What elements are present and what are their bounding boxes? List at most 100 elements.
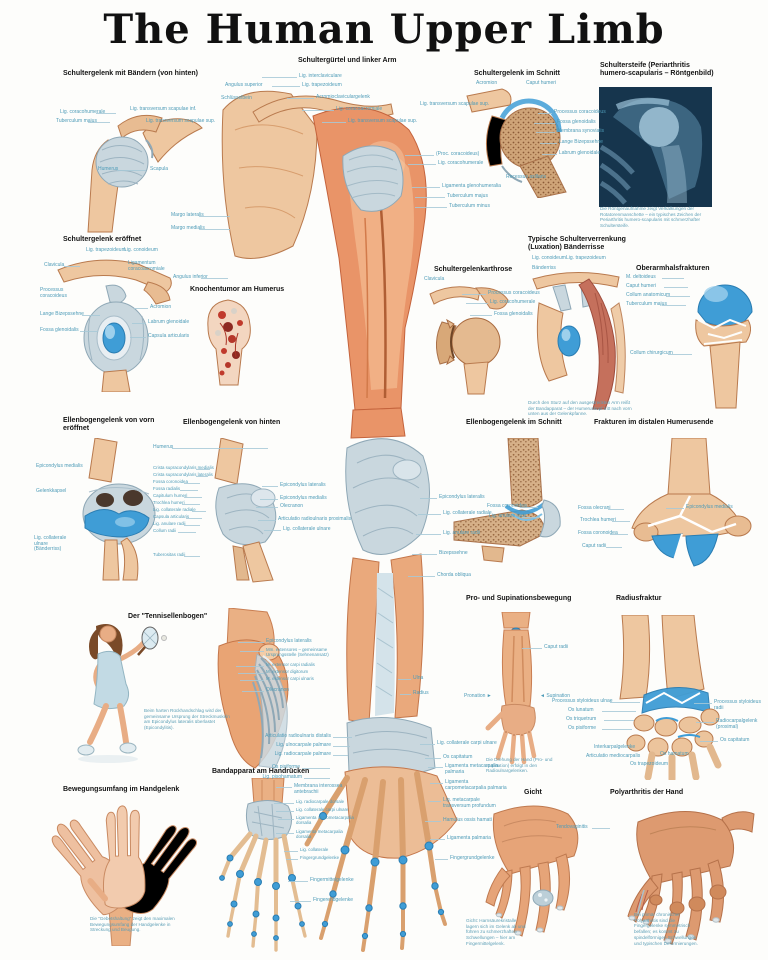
illustration-elbow-back <box>193 438 298 583</box>
leader-line <box>612 521 630 522</box>
anatomy-label: Lig. collaterale ulnare <box>34 535 67 547</box>
anatomy-label: Os lunatum <box>568 707 594 713</box>
anatomy-label: Ligamenta metacarpalia dorsalia <box>296 829 343 839</box>
leader-line <box>96 113 116 114</box>
section-title-tennis-elbow: Der "Tennisellenbogen" <box>128 613 208 620</box>
leader-line <box>662 278 684 279</box>
anatomy-label: Caput humeri <box>626 283 657 289</box>
leader-line <box>184 556 200 557</box>
anatomy-label: Membrana interossea antebrachii <box>294 783 343 795</box>
leader-line <box>415 207 447 208</box>
leader-line <box>405 155 434 156</box>
leader-line <box>333 755 348 756</box>
leader-line <box>196 469 210 470</box>
leader-line <box>610 534 628 535</box>
anatomy-label: Epicondylus lateralis <box>280 482 326 488</box>
leader-line <box>288 881 308 882</box>
leader-line <box>276 833 294 834</box>
leader-line <box>134 308 148 309</box>
anatomy-label: Lig. transversum scapulae sup. <box>146 118 216 124</box>
anatomy-label: Humerus <box>153 444 174 450</box>
section-title-bone-tumor: Knochentumor am Humerus <box>190 286 285 293</box>
anatomy-label: Lig. radiocarpale palmare <box>274 751 331 757</box>
anatomy-label: Lig. conoideum <box>124 247 158 253</box>
anatomy-label: Clavicula <box>424 276 445 282</box>
illustration-elbow-section <box>452 438 580 578</box>
leader-line <box>240 651 264 652</box>
leader-line <box>462 294 486 295</box>
caption: Die Drehung der Hand (Pro- und Supinatio… <box>486 757 553 774</box>
anatomy-label: M. deltoideus <box>626 274 656 280</box>
illustration-shoulder-back <box>58 88 213 238</box>
illustration-wrist-range-of-motion <box>42 798 197 946</box>
anatomy-label: Lig. ulnocarpale palmare <box>276 742 331 748</box>
section-title-radius-fracture: Radiusfraktur <box>616 595 662 602</box>
anatomy-label: Collum radii <box>153 528 177 533</box>
anatomy-label: Fossa radialis <box>153 486 181 491</box>
leader-line <box>418 514 441 515</box>
anatomy-label: Fossa glenoidalis <box>494 311 533 317</box>
leader-line <box>430 839 445 840</box>
leader-line <box>184 483 200 484</box>
leader-line <box>242 691 264 692</box>
anatomy-label: Olecranon <box>280 503 304 509</box>
leader-line <box>172 448 268 449</box>
leader-line <box>199 216 230 217</box>
leader-line <box>178 532 196 533</box>
leader-line <box>412 554 437 555</box>
section-title-shoulder-arthrosis: Schultergelenkarthrose <box>434 266 513 273</box>
anatomy-label: Capsula articularis <box>153 514 190 519</box>
anatomy-label: Labrum glenoidale <box>148 319 190 325</box>
leader-line <box>258 520 276 521</box>
leader-line <box>428 801 441 802</box>
leader-line <box>536 132 555 133</box>
leader-line <box>542 154 557 155</box>
anatomy-label: Lig. transversum scapulae sup. <box>348 118 418 124</box>
illustration-shoulder-section <box>462 86 580 198</box>
leader-line <box>180 490 198 491</box>
leader-line <box>236 666 264 667</box>
anatomy-label: Fingermittelgelenke <box>310 877 354 883</box>
leader-line <box>302 110 334 111</box>
leader-line <box>240 680 264 681</box>
leader-line <box>286 859 298 860</box>
anatomy-label: Lig. trapezoideum <box>86 247 126 253</box>
illustration-humeral-neck-fractures <box>684 268 766 410</box>
illustration-shoulder-arthrosis <box>424 278 519 396</box>
leader-line <box>408 576 435 577</box>
anatomy-label: Lange Bizepssehne <box>40 311 84 317</box>
leader-line <box>184 497 202 498</box>
leader-line <box>64 266 80 267</box>
leader-line <box>184 525 200 526</box>
leader-line <box>416 534 441 535</box>
anatomy-label: Lig. anulare radii <box>489 513 526 519</box>
section-title-humeral-neck-fractures: Oberarmhalsfrakturen <box>636 265 710 272</box>
anatomy-label: ◄ Supination <box>540 693 570 699</box>
leader-line <box>540 143 557 144</box>
leader-line <box>538 113 552 114</box>
anatomy-label: Olecranon <box>266 687 290 693</box>
leader-line <box>398 679 411 680</box>
anatomy-label: Radius <box>413 690 429 696</box>
section-title-elbow-front-opened: Ellenbogengelenk von vorn eröffnet <box>63 417 155 433</box>
leader-line <box>400 694 411 695</box>
leader-line <box>435 859 448 860</box>
leader-line <box>276 811 294 812</box>
caption: Die "Gebetshaltung" zeigt den maximalen … <box>90 916 175 933</box>
anatomy-label: Angulus superior <box>225 82 263 88</box>
leader-line <box>420 498 437 499</box>
anatomy-label: Tuberculum majus <box>447 193 488 199</box>
anatomy-label: Fossa coronoidea <box>578 530 618 536</box>
leader-line <box>412 187 440 188</box>
anatomy-label: Gelenkkapsel <box>36 488 67 494</box>
caption: Die Röntgenaufnahme zeigt Verkalkungen d… <box>600 206 702 229</box>
leader-line <box>262 77 297 78</box>
anatomy-label: Scapula <box>150 166 169 172</box>
illustration-shoulder-opened <box>52 252 182 392</box>
leader-line <box>302 768 330 769</box>
poster-title: The Human Upper Limb <box>103 6 665 53</box>
section-title-shoulder-section: Schultergelenk im Schnitt <box>474 70 560 77</box>
leader-line <box>664 287 688 288</box>
anatomy-label: M. extensor carpi radialis <box>266 662 315 667</box>
anatomy-label: Hamulus ossis hamati <box>443 817 492 823</box>
